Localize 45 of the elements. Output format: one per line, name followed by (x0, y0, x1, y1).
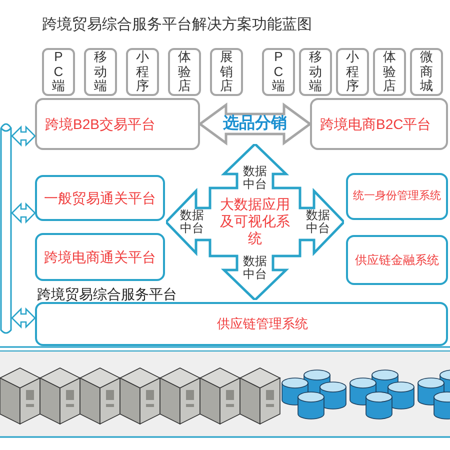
system-label: 统一身份管理系统 (353, 188, 441, 204)
system-label: 供应链金融系统 (355, 252, 439, 269)
channel-box (84, 48, 117, 96)
channel-label: 体验店 (177, 50, 192, 94)
channel-label: 移动端 (93, 50, 108, 94)
platform-box (310, 98, 448, 150)
system-label: 跨境电商通关平台 (44, 248, 156, 266)
platform-box (35, 98, 200, 150)
channel-box (262, 48, 295, 96)
channel-box (210, 48, 243, 96)
channel-box (299, 48, 332, 96)
data-hub-label: 数据中台 (179, 209, 205, 235)
system-box (35, 233, 165, 281)
channel-box (410, 48, 443, 96)
channel-label: 小程序 (345, 50, 360, 94)
system-box (346, 235, 448, 285)
data-hub-label: 数据中台 (242, 165, 268, 191)
double-arrow (11, 125, 36, 147)
channel-box (126, 48, 159, 96)
double-arrow (11, 202, 36, 224)
platform-label: 跨境B2B交易平台 (45, 115, 156, 134)
center-system-label: 大数据应用及可视化系统 (219, 196, 291, 247)
double-arrow (11, 307, 36, 329)
channel-label: PC端 (51, 50, 66, 94)
channel-label: PC端 (271, 50, 286, 94)
double-arrow (198, 102, 312, 146)
system-label: 供应链管理系统 (217, 315, 308, 333)
diagram-title: 跨境贸易综合服务平台解决方案功能蓝图 (42, 15, 312, 35)
platform-heading: 跨境贸易综合服务平台 (37, 286, 177, 302)
system-box (35, 175, 165, 221)
data-hub-label: 数据中台 (305, 209, 331, 235)
platform-label: 跨境电商B2C平台 (320, 115, 432, 134)
channel-label: 展销店 (219, 50, 234, 94)
data-hub-label: 数据中台 (242, 255, 268, 281)
system-box (346, 173, 448, 220)
channel-label: 小程序 (135, 50, 150, 94)
channel-box (168, 48, 201, 96)
edge-label: 选品分销 (223, 114, 287, 134)
channel-box (42, 48, 75, 96)
channel-box (336, 48, 369, 96)
channel-box (373, 48, 406, 96)
channel-label: 体验店 (382, 50, 397, 94)
channel-label: 微商城 (419, 50, 434, 94)
system-label: 一般贸易通关平台 (44, 188, 156, 208)
channel-label: 移动端 (308, 50, 323, 94)
